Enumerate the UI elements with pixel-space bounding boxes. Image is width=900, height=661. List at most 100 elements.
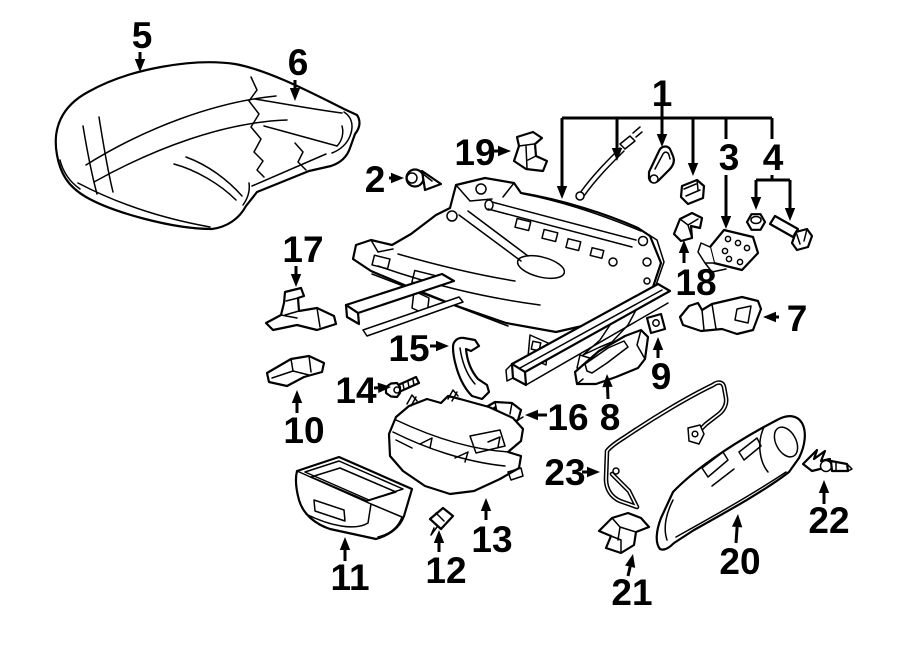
- part-7-trim-art: [678, 295, 763, 336]
- callout-20-leader-line: [734, 526, 739, 544]
- callout-8-arrowhead: [602, 374, 613, 388]
- callout-23-arrowhead: [587, 466, 600, 478]
- callout-9-arrowhead: [652, 337, 664, 350]
- part-20-valance-art: [655, 415, 806, 551]
- callout-8: 8: [600, 374, 621, 438]
- callout-6-arrowhead: [289, 88, 301, 101]
- callout-20-label: 20: [719, 541, 760, 582]
- callout-13-arrowhead: [480, 498, 492, 511]
- callout-2-label: 2: [365, 159, 386, 200]
- callout-4: 4: [750, 137, 796, 221]
- callout-10-arrowhead: [291, 390, 303, 403]
- callout-19-arrowhead: [498, 145, 511, 157]
- part-17-bracket-art: [264, 286, 338, 332]
- callout-1-arrowhead: [656, 134, 668, 147]
- callout-23: 23: [544, 452, 600, 493]
- callout-2-arrowhead: [391, 172, 404, 184]
- part-10-bracket-art: [265, 354, 326, 388]
- callout-5: 5: [132, 15, 153, 72]
- callout-6: 6: [288, 42, 309, 101]
- seat-tracks-art: [344, 272, 672, 387]
- callout-16-label: 16: [547, 397, 588, 438]
- callout-15-arrowhead: [436, 340, 449, 352]
- callout-7: 7: [763, 298, 807, 339]
- callout-12-arrowhead: [433, 530, 445, 543]
- callout-14-label: 14: [335, 370, 377, 411]
- part-11-drawer-art: [294, 455, 414, 541]
- part-6-seat-cover-art: [248, 76, 353, 187]
- callout-14: 14: [335, 370, 391, 411]
- callout-21-label: 21: [611, 572, 652, 613]
- callout-18-arrowhead: [678, 240, 690, 253]
- guide-loop-art: [647, 145, 675, 184]
- callout-4-arrowhead: [784, 208, 796, 221]
- callout-22: 22: [808, 480, 850, 541]
- part-23-wire-art: [603, 380, 729, 510]
- callout-19-label: 19: [454, 132, 495, 173]
- callout-11-arrowhead: [339, 537, 351, 550]
- part-12-clip-art: [428, 506, 455, 536]
- part-22-clip-art: [801, 448, 853, 473]
- callout-13: 13: [471, 498, 513, 560]
- callout-19: 19: [454, 132, 511, 173]
- callout-12-label: 12: [425, 550, 466, 591]
- callout-1-label: 1: [652, 73, 673, 114]
- callout-7-arrowhead: [763, 311, 776, 323]
- callout-21: 21: [611, 554, 653, 613]
- part-13-tray-art: [387, 389, 525, 496]
- callout-1: 1: [556, 73, 774, 199]
- part-15-strap-art: [451, 336, 491, 401]
- callout-13-label: 13: [471, 519, 512, 560]
- part-21-bracket-art: [597, 511, 651, 555]
- callout-10: 10: [283, 390, 325, 451]
- callout-3-arrowhead: [720, 216, 732, 229]
- callout-5-label: 5: [132, 15, 153, 56]
- part-4-nut-art: [745, 213, 767, 231]
- callout-4-arrowhead: [750, 197, 762, 210]
- callout-3-label: 3: [719, 137, 740, 178]
- callout-16: 16: [525, 397, 589, 438]
- callout-8-label: 8: [600, 397, 621, 438]
- callout-3: 3: [719, 137, 740, 229]
- callout-11: 11: [330, 537, 370, 598]
- callout-17-label: 17: [282, 229, 323, 270]
- callout-4-label: 4: [763, 137, 784, 178]
- callout-1-arrowhead: [687, 163, 699, 176]
- part-18-bracket-art: [672, 211, 704, 243]
- callout-1-arrowhead: [556, 186, 568, 199]
- callout-21-arrowhead: [625, 554, 636, 568]
- callout-22-label: 22: [808, 500, 849, 541]
- callout-7-label: 7: [787, 298, 808, 339]
- callout-5-arrowhead: [134, 59, 146, 72]
- part-4-bolt-art: [768, 214, 814, 252]
- callout-23-label: 23: [544, 452, 585, 493]
- callout-6-label: 6: [288, 42, 309, 83]
- callout-9: 9: [651, 337, 672, 397]
- callout-17: 17: [282, 229, 324, 287]
- part-9-plate-art: [645, 312, 667, 335]
- callout-20: 20: [719, 514, 761, 582]
- part-19-bracket-art: [512, 130, 549, 173]
- part-14-bolt-art: [384, 375, 421, 399]
- callout-18-label: 18: [675, 262, 716, 303]
- callout-11-label: 11: [330, 557, 369, 598]
- callout-16-arrowhead: [525, 409, 538, 421]
- callout-15: 15: [388, 328, 449, 369]
- callout-10-label: 10: [283, 410, 324, 451]
- callout-21-leader-line: [626, 566, 632, 577]
- spacer-block-art: [679, 178, 706, 206]
- callout-22-arrowhead: [818, 480, 830, 493]
- callout-15-label: 15: [388, 328, 429, 369]
- callout-12: 12: [425, 530, 467, 591]
- callout-9-label: 9: [651, 356, 672, 397]
- part-3-latch-art: [697, 228, 760, 273]
- callout-17-arrowhead: [290, 274, 302, 287]
- callout-18: 18: [675, 240, 717, 303]
- callout-2: 2: [365, 159, 404, 200]
- part-1-seat-frame-art: [351, 176, 665, 375]
- callout-14-arrowhead: [377, 382, 391, 393]
- callout-20-arrowhead: [731, 514, 743, 528]
- part-2-pin-art: [405, 168, 443, 192]
